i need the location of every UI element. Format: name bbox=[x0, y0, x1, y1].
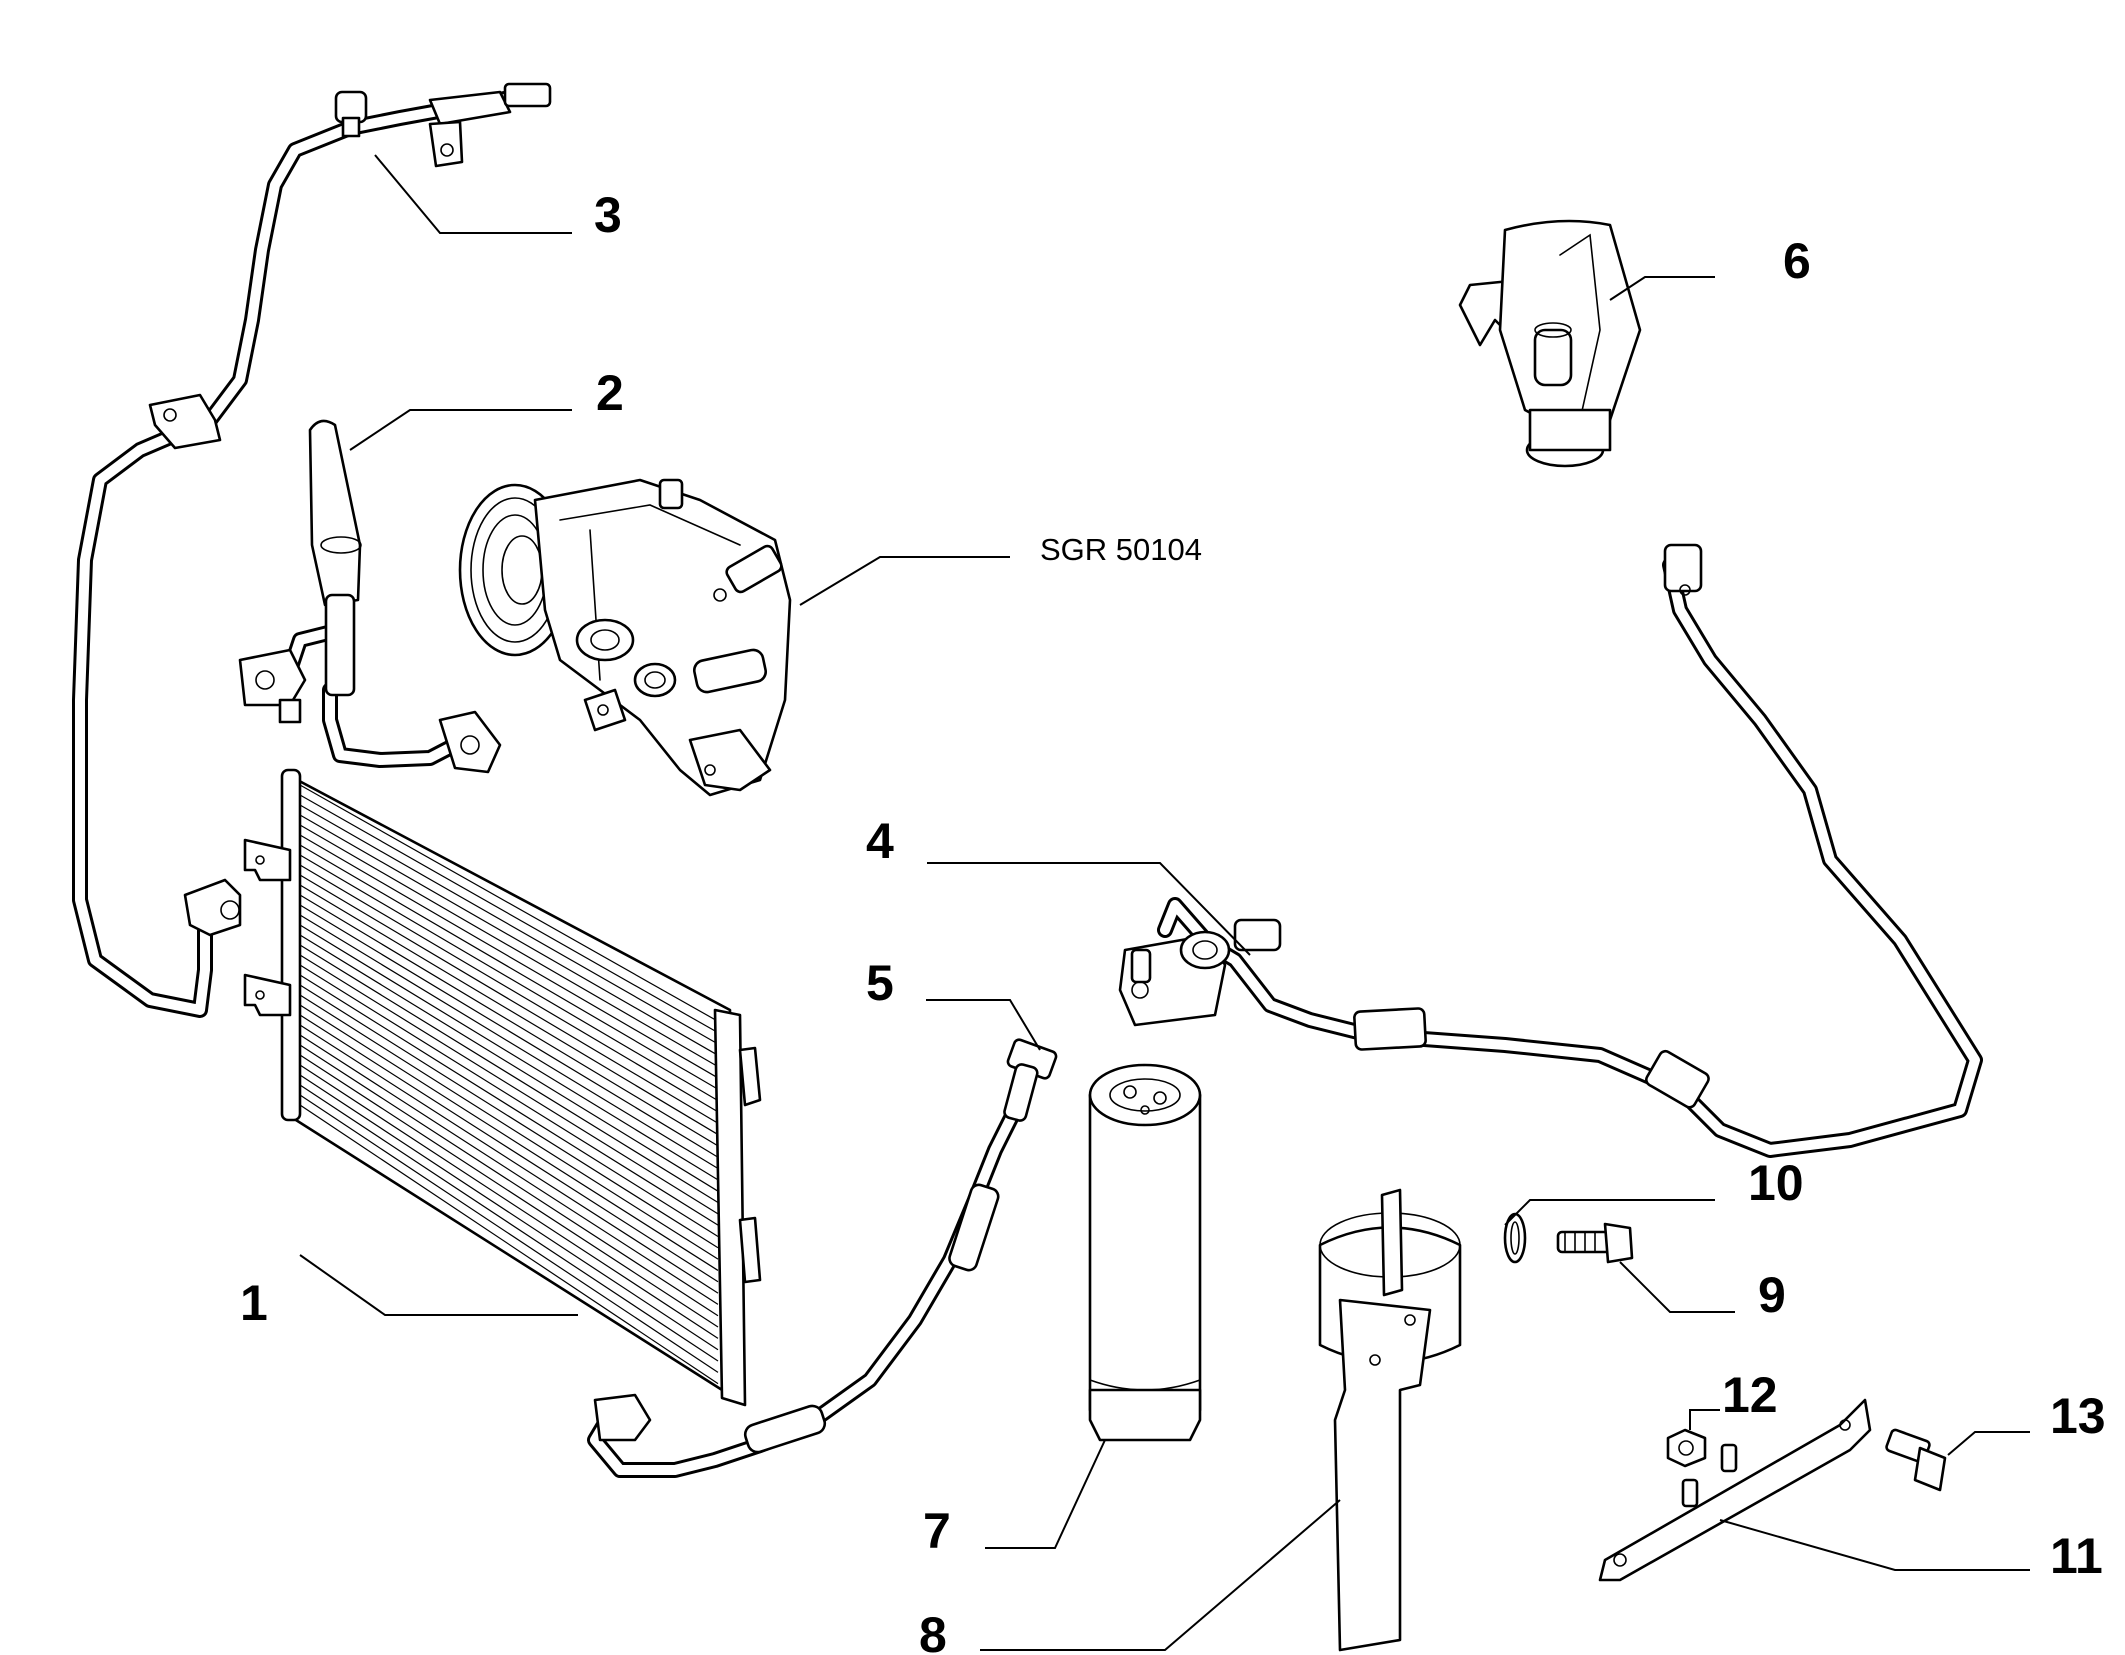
pipe-part-4 bbox=[1118, 543, 1983, 1158]
condenser-fin bbox=[299, 1094, 719, 1373]
bracket-part-8 bbox=[1318, 1188, 1462, 1652]
callout-6: 6 bbox=[1783, 233, 1811, 289]
callout-7: 7 bbox=[923, 1503, 951, 1559]
condenser-fin bbox=[299, 1064, 719, 1339]
condenser-fin bbox=[299, 1104, 719, 1385]
condenser-fin bbox=[299, 854, 719, 1102]
callout-4: 4 bbox=[866, 813, 894, 869]
condenser-part-1 bbox=[243, 768, 762, 1407]
condenser-fin bbox=[299, 924, 719, 1181]
compressor bbox=[458, 478, 792, 797]
condenser-fin bbox=[299, 784, 719, 1022]
condenser-fin bbox=[299, 1034, 719, 1305]
condenser-fin bbox=[299, 814, 719, 1056]
leader-lines bbox=[299, 154, 2030, 1651]
condenser-fin bbox=[299, 824, 719, 1068]
condenser-fin bbox=[299, 964, 719, 1226]
holder-part-6 bbox=[1458, 219, 1642, 468]
callout-2: 2 bbox=[596, 365, 624, 421]
bolt-part-9 bbox=[1556, 1222, 1634, 1264]
callout-9: 9 bbox=[1758, 1267, 1786, 1323]
condenser-fin bbox=[299, 1004, 719, 1271]
bracket-part-11 bbox=[1598, 1398, 1872, 1582]
pipe-part-5 bbox=[587, 1038, 1058, 1478]
condenser-fin bbox=[299, 934, 719, 1192]
condenser-fin bbox=[299, 874, 719, 1124]
condenser-fin bbox=[299, 804, 719, 1045]
callout-labels: 1 2 3 4 5 6 7 8 9 10 11 12 13 SGR 50104 bbox=[240, 187, 2106, 1655]
condenser-fin bbox=[299, 944, 719, 1204]
callout-3: 3 bbox=[594, 187, 622, 243]
condenser-fin bbox=[299, 1024, 719, 1294]
condenser-fin bbox=[299, 1014, 719, 1283]
callout-1: 1 bbox=[240, 1275, 268, 1331]
pipe-part-3 bbox=[72, 82, 552, 1018]
condenser-fin bbox=[299, 1054, 719, 1328]
condenser-fin bbox=[299, 904, 719, 1158]
callout-10: 10 bbox=[1748, 1155, 1804, 1211]
condenser-fin bbox=[299, 834, 719, 1079]
condenser-fin bbox=[299, 1074, 719, 1351]
condenser-fin bbox=[299, 994, 719, 1260]
screw-part-13 bbox=[1885, 1428, 1947, 1492]
condenser-fin bbox=[299, 794, 719, 1034]
condenser-fin bbox=[299, 1084, 719, 1362]
oring-part-10 bbox=[1503, 1212, 1527, 1264]
condenser-fin bbox=[299, 1044, 719, 1317]
reference-label-sgr: SGR 50104 bbox=[1040, 532, 1202, 567]
callout-8: 8 bbox=[919, 1607, 947, 1655]
condenser-fin bbox=[299, 884, 719, 1136]
condenser-fin bbox=[299, 914, 719, 1170]
condenser-fin bbox=[299, 844, 719, 1090]
callout-12: 12 bbox=[1722, 1367, 1778, 1423]
callout-13: 13 bbox=[2050, 1388, 2106, 1444]
condenser-fin bbox=[299, 984, 719, 1249]
callout-11: 11 bbox=[2050, 1528, 2103, 1584]
receiver-drier-part-7 bbox=[1088, 1063, 1202, 1442]
pipe-part-2 bbox=[238, 419, 502, 774]
condenser-fin bbox=[299, 894, 719, 1147]
condenser-fin bbox=[299, 954, 719, 1215]
nut-part-12 bbox=[1666, 1428, 1707, 1468]
condenser-fin bbox=[299, 864, 719, 1113]
callout-5: 5 bbox=[866, 955, 894, 1011]
condenser-fin bbox=[299, 974, 719, 1237]
